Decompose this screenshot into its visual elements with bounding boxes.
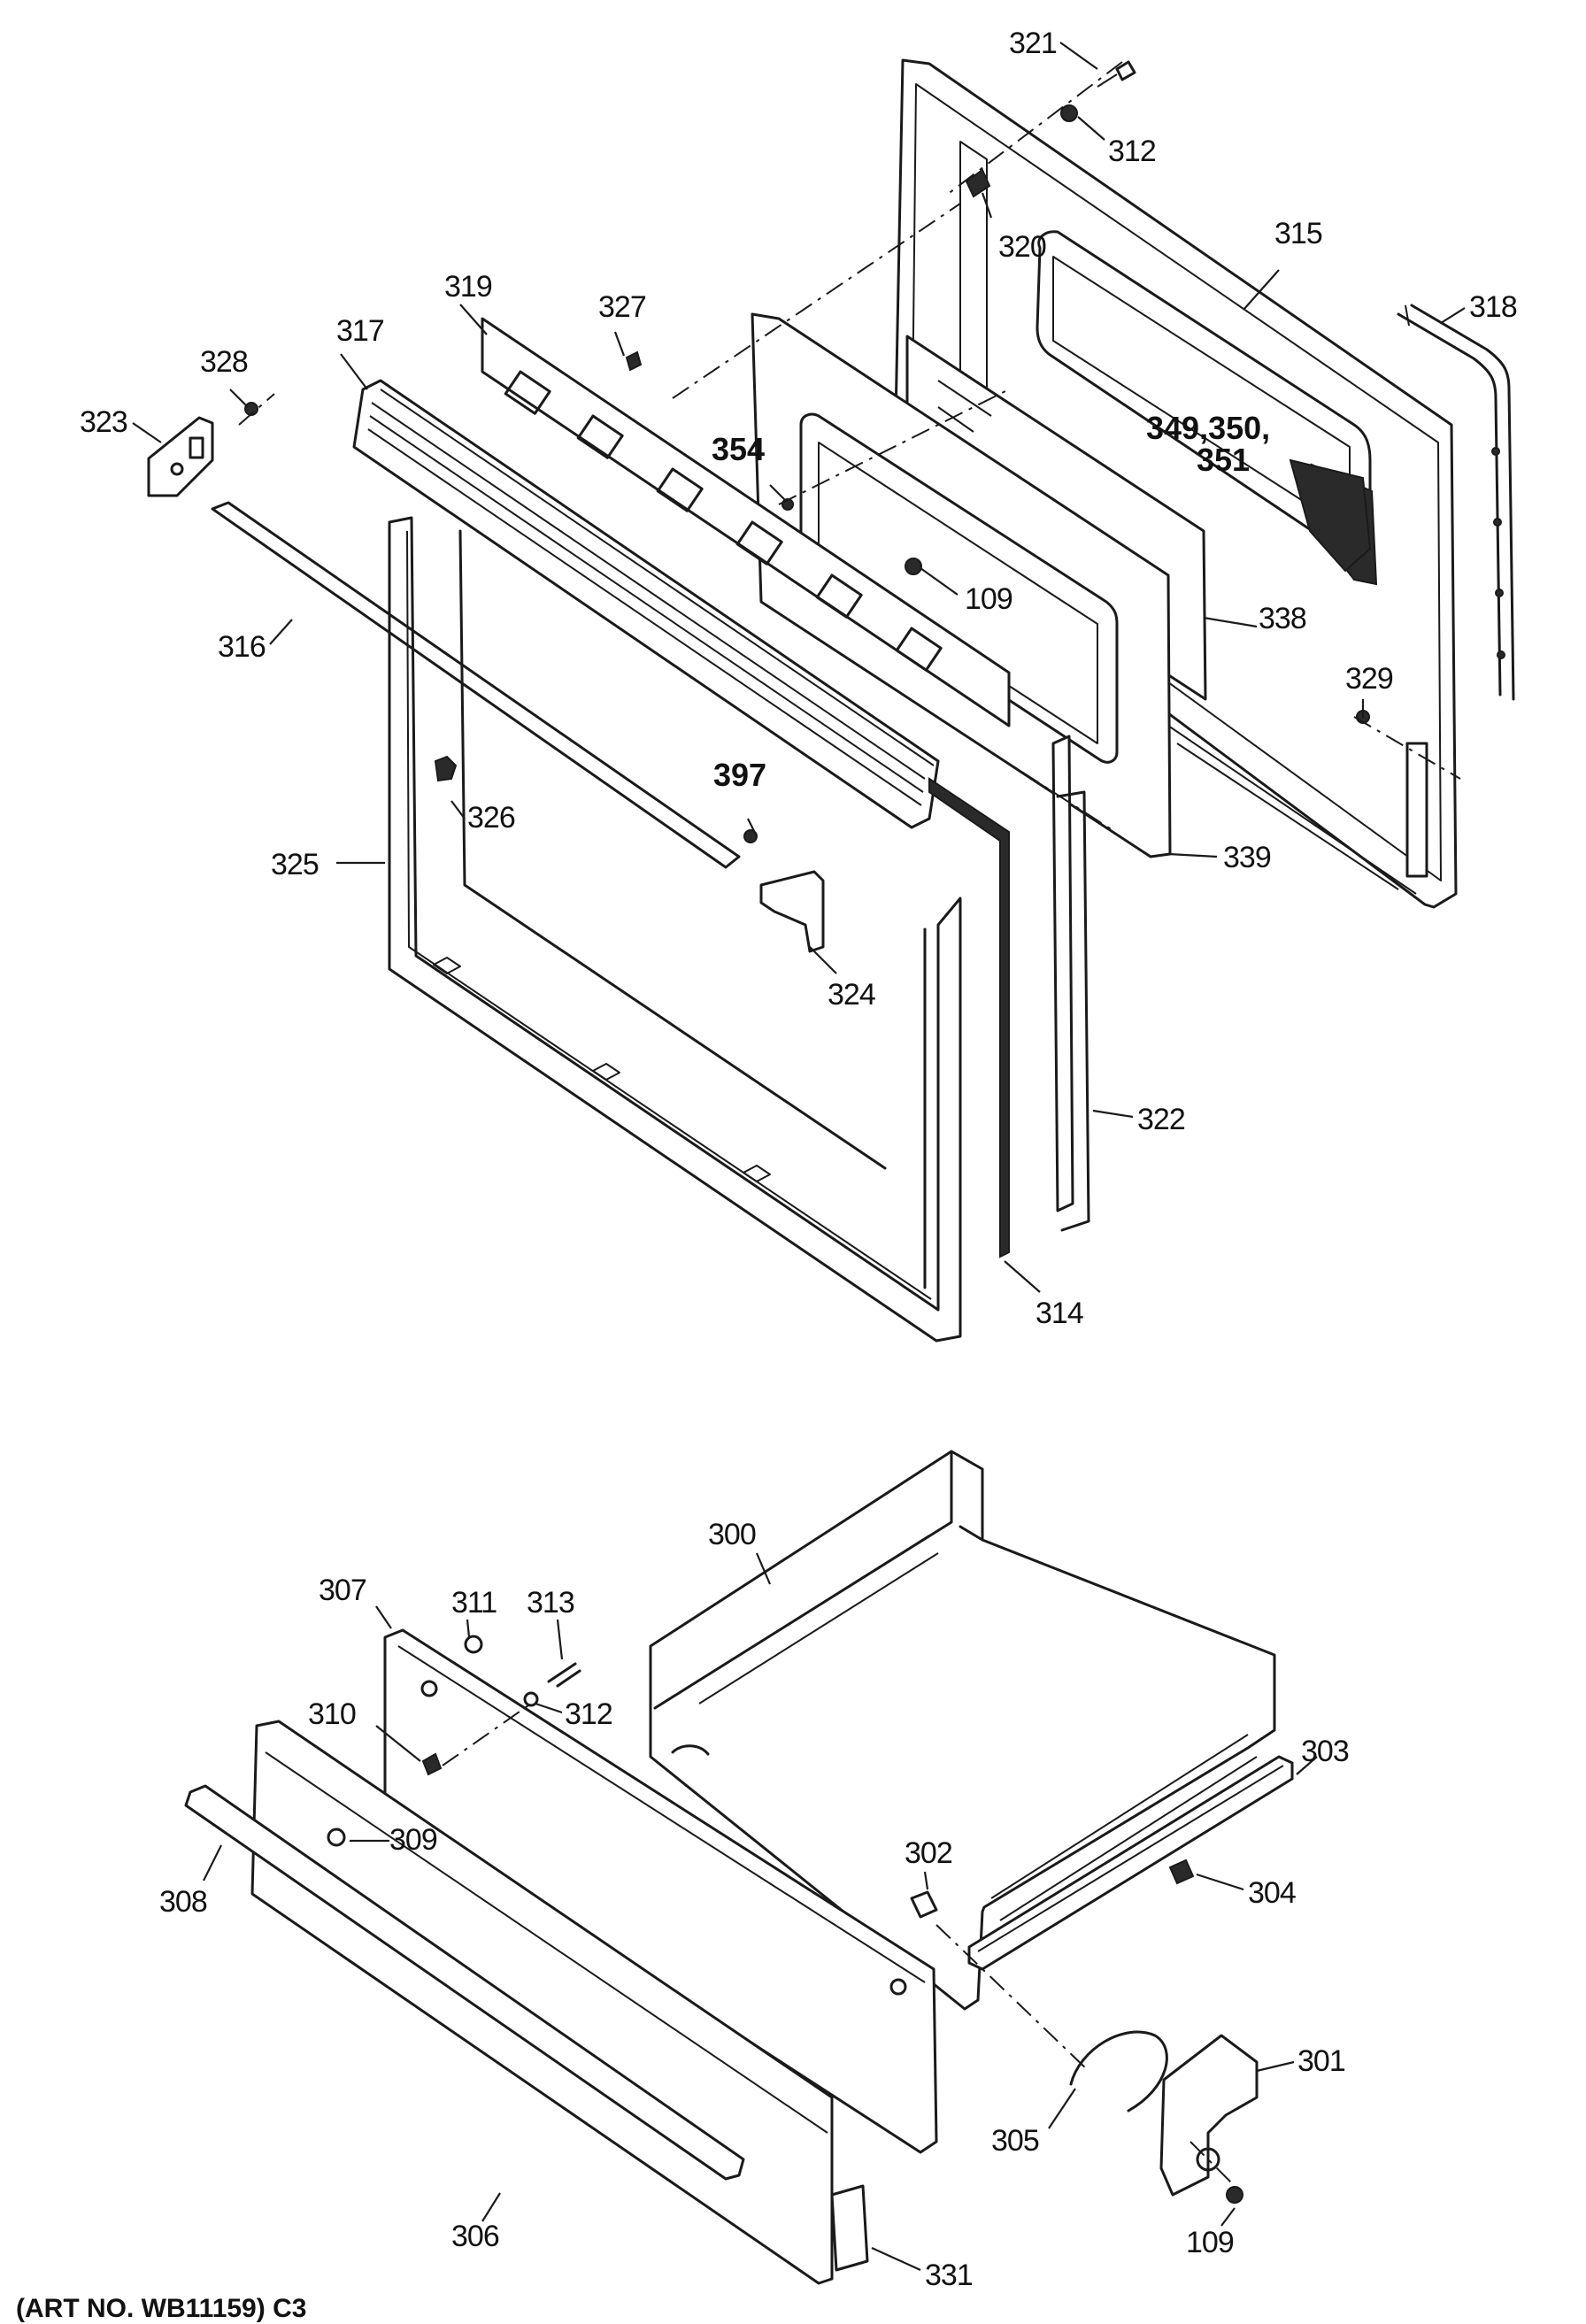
label-322: 322 — [1137, 1103, 1185, 1136]
vent-bracket-319 — [481, 317, 1011, 727]
label-306: 306 — [451, 2220, 499, 2253]
slide-rail-303 — [967, 1755, 1294, 1971]
gasket-strip-318 — [1397, 304, 1515, 701]
cam-bracket-301 — [1159, 2034, 1259, 2197]
label-311: 311 — [451, 1586, 497, 1620]
label-109-lower: 109 — [1186, 2226, 1234, 2259]
label-308: 308 — [159, 1885, 207, 1919]
label-339: 339 — [1223, 841, 1271, 874]
label-109-upper: 109 — [965, 582, 1012, 616]
label-319: 319 — [444, 270, 492, 304]
label-310: 310 — [308, 1697, 356, 1731]
label-327: 327 — [598, 290, 646, 324]
label-338: 338 — [1259, 602, 1306, 635]
label-317: 317 — [336, 314, 384, 348]
label-315: 315 — [1274, 217, 1322, 250]
label-329: 329 — [1345, 662, 1393, 696]
door-gasket-314 — [928, 777, 1010, 1258]
label-302: 302 — [905, 1836, 952, 1870]
label-305: 305 — [991, 2124, 1039, 2158]
clip-326 — [434, 755, 458, 782]
latch-324 — [759, 870, 825, 953]
label-397: 397 — [713, 757, 766, 793]
label-324: 324 — [828, 978, 875, 1012]
handle-rod-316 — [211, 501, 741, 869]
wire-spring-305 — [1069, 2030, 1168, 2112]
label-321: 321 — [1009, 27, 1057, 60]
side-bracket-322 — [1051, 735, 1090, 1232]
insulation-349 — [1289, 458, 1372, 573]
label-323: 323 — [80, 405, 127, 439]
label-328: 328 — [200, 345, 248, 379]
leader-lines — [132, 42, 1466, 2272]
part-labels: 321 312 320 315 318 319 327 317 328 323 … — [80, 27, 1518, 2292]
label-307: 307 — [319, 1574, 366, 1607]
label-300: 300 — [708, 1518, 756, 1551]
door-frame-325 — [388, 516, 962, 1343]
label-351: 351 — [1197, 442, 1250, 478]
alignment-lines-lower — [442, 1703, 1236, 2187]
drawer-handle-308 — [184, 1784, 745, 2181]
label-316: 316 — [218, 630, 266, 664]
label-349-350: 349,350, — [1146, 410, 1270, 446]
hinge-bracket-323 — [147, 416, 214, 497]
label-312-lower: 312 — [565, 1697, 612, 1731]
label-303: 303 — [1301, 1735, 1349, 1768]
fasteners-lower — [421, 1635, 1243, 2204]
label-320: 320 — [998, 230, 1046, 264]
label-318: 318 — [1469, 290, 1517, 324]
label-354: 354 — [712, 431, 765, 467]
fasteners-upper — [244, 60, 1370, 843]
label-304: 304 — [1248, 1876, 1296, 1910]
label-314: 314 — [1036, 1297, 1083, 1330]
alignment-lines-upper — [238, 61, 1461, 833]
label-325: 325 — [271, 848, 319, 881]
upper-trim-317 — [352, 379, 940, 829]
label-301: 301 — [1297, 2044, 1345, 2078]
label-312: 312 — [1108, 135, 1156, 168]
art-number-footer: (ART NO. WB11159) C3 — [16, 2294, 307, 2323]
label-313: 313 — [527, 1586, 574, 1620]
label-331: 331 — [925, 2259, 973, 2292]
foot-331 — [830, 2184, 869, 2272]
drawer-body-300 — [649, 1450, 1276, 2011]
label-309: 309 — [389, 1823, 437, 1857]
label-326: 326 — [467, 801, 515, 835]
